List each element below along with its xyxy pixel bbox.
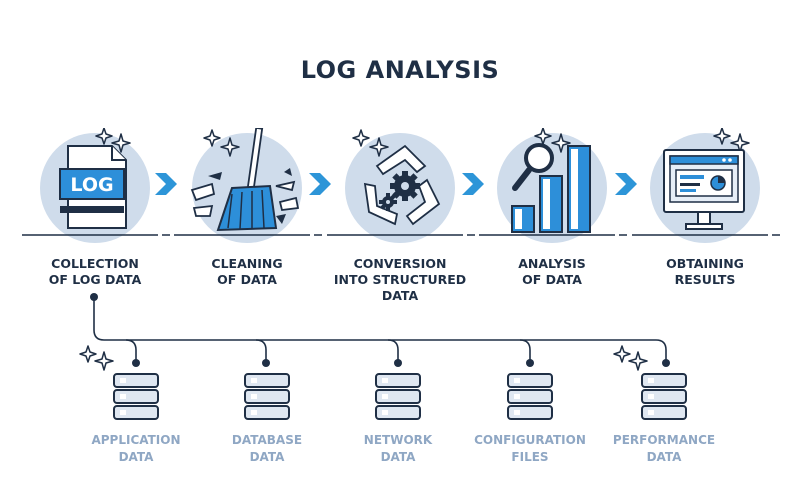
database-icon bbox=[641, 373, 687, 420]
chevron-right-icon bbox=[309, 173, 331, 195]
chevron-right-icon bbox=[155, 173, 177, 195]
broom-icon bbox=[174, 128, 322, 243]
database-icon bbox=[507, 373, 553, 420]
chevron-right-icon bbox=[462, 173, 484, 195]
chevron-right-icon bbox=[615, 173, 637, 195]
database-icon bbox=[375, 373, 421, 420]
monitor-dashboard-icon bbox=[632, 128, 780, 243]
sparkle-icon bbox=[79, 345, 648, 371]
log-file-icon: LOG bbox=[22, 128, 170, 243]
magnifier-bar-chart-icon bbox=[479, 128, 627, 243]
sparkle-icon bbox=[95, 128, 131, 153]
database-icon bbox=[113, 373, 159, 420]
database-icon bbox=[244, 373, 290, 420]
log-badge-text: LOG bbox=[70, 174, 113, 196]
diagram-title: LOG ANALYSIS bbox=[300, 56, 500, 84]
sparkle-icon bbox=[203, 129, 240, 157]
gears-cycle-icon bbox=[327, 129, 475, 243]
sparkle-icon bbox=[352, 129, 389, 157]
